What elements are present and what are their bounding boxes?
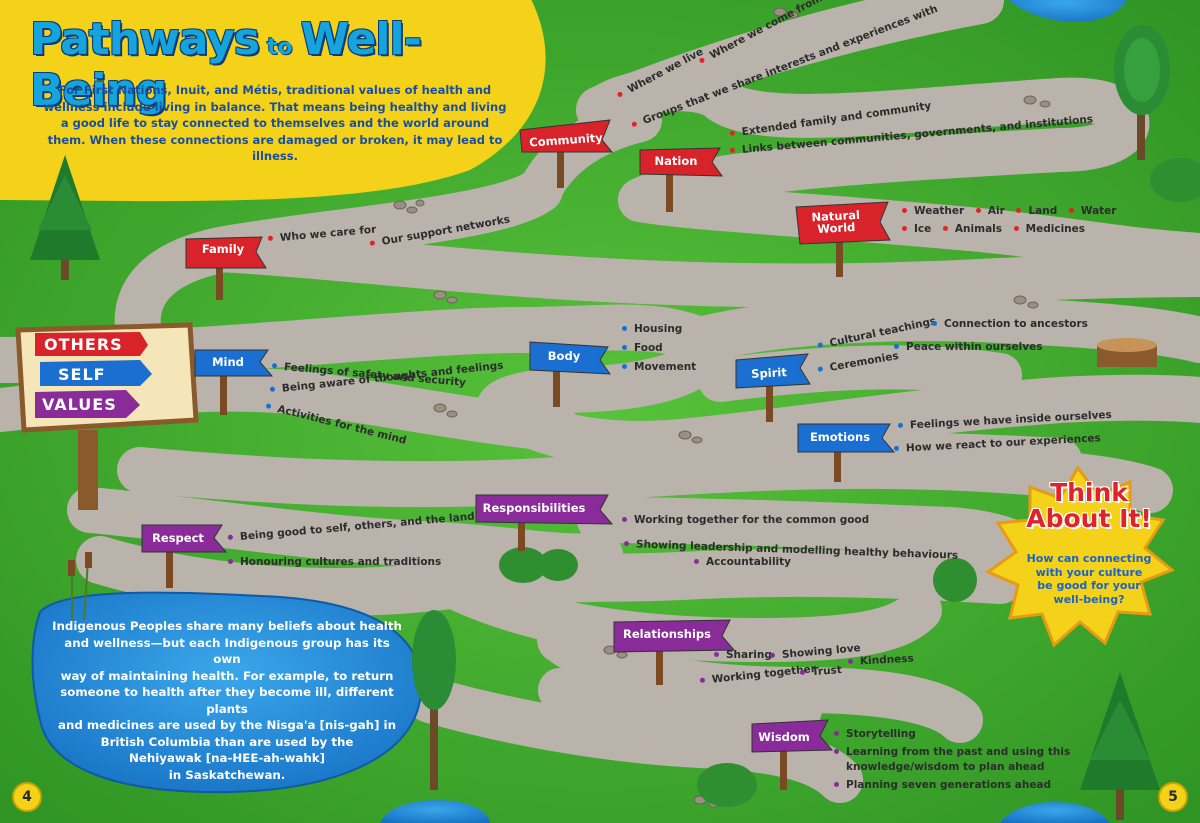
bullet — [622, 344, 627, 350]
bullet — [769, 652, 776, 658]
bullet — [694, 558, 699, 564]
sign-family: Family — [201, 242, 245, 256]
pond-bottom-right — [1000, 802, 1110, 823]
sign-natural-world: Natural World — [803, 208, 868, 236]
bushes — [499, 158, 1200, 807]
bullet — [817, 365, 824, 372]
think-title: Think About It! — [1014, 480, 1164, 532]
bullet — [942, 225, 948, 231]
think-question: How can connecting with your culture be … — [1026, 552, 1152, 606]
bullet — [729, 129, 736, 136]
pond-bottom-left — [380, 800, 490, 823]
bullet — [714, 651, 719, 657]
bullet — [623, 540, 630, 546]
bullet — [1016, 207, 1022, 213]
relationships-item: Sharing — [714, 649, 772, 661]
pine-tree-right-bottom — [1080, 672, 1160, 820]
body-item: Housing — [622, 323, 682, 335]
bullet — [269, 385, 276, 392]
body-item: Movement — [622, 361, 696, 373]
sign-flags — [141, 119, 896, 753]
natural-world-items-row1: Weather Air Land Water — [902, 205, 1117, 217]
cattails — [68, 552, 92, 621]
responsibilities-item: Accountability — [694, 556, 791, 568]
bullet — [622, 363, 627, 369]
page-number-right: 5 — [1158, 782, 1188, 812]
sign-respect: Respect — [152, 531, 204, 545]
bullet — [894, 343, 899, 349]
bullet — [265, 402, 272, 409]
bullet — [893, 445, 900, 451]
board-self: SELF — [58, 365, 106, 384]
bullet — [817, 341, 824, 348]
bullet — [228, 558, 233, 564]
bullet — [622, 325, 627, 331]
tree-pond — [412, 610, 456, 790]
bullet — [975, 207, 981, 213]
values-signboard — [15, 322, 199, 510]
starburst — [984, 465, 1175, 648]
bullet — [698, 56, 706, 64]
wisdom-item: Learning from the past and using this — [834, 746, 1070, 758]
bullet — [902, 207, 907, 213]
pond-top — [1009, 0, 1127, 22]
spirit-item: Peace within ourselves — [894, 341, 1042, 353]
responsibilities-item: Working together for the common good — [622, 514, 869, 526]
bullet — [834, 730, 839, 736]
bullet — [902, 225, 907, 231]
sign-wisdom: Wisdom — [758, 730, 810, 744]
bullet — [834, 781, 839, 787]
page-number-left: 4 — [12, 782, 42, 812]
bullet — [699, 676, 706, 683]
sign-posts — [166, 150, 843, 790]
pine-tree-left — [30, 155, 100, 280]
board-values: VALUES — [42, 395, 117, 414]
bullet — [622, 516, 627, 522]
sign-nation: Nation — [654, 154, 698, 168]
bullet — [932, 320, 937, 326]
bullet — [897, 422, 904, 428]
bullet — [369, 239, 376, 246]
bullet — [1068, 207, 1074, 213]
sign-relationships: Relationships — [623, 627, 711, 641]
wisdom-item-continued: knowledge/wisdom to plan ahead — [846, 761, 1045, 773]
title-blob — [0, 0, 546, 202]
bullet — [616, 90, 624, 98]
bullet — [271, 362, 278, 368]
bullet — [834, 748, 839, 754]
title-part1: Pathways — [30, 14, 260, 65]
bullet — [799, 669, 806, 675]
think-title-line1: Think — [1050, 478, 1128, 507]
bullet — [729, 147, 736, 153]
intro-paragraph: For First Nations, Inuit, and Métis, tra… — [43, 83, 507, 163]
pond-left — [31, 591, 423, 794]
board-others: OTHERS — [44, 335, 123, 354]
natural-world-items-row2: Ice Animals Medicines — [902, 223, 1085, 235]
wisdom-item: Storytelling — [834, 728, 916, 740]
pool-paragraph: Indigenous Peoples share many beliefs ab… — [52, 619, 402, 782]
tree-stump — [1097, 338, 1157, 367]
bullet — [267, 235, 274, 241]
body-item: Food — [622, 342, 663, 354]
title-part2: Well-Being — [30, 14, 422, 116]
bullet — [227, 534, 234, 540]
title-connector: to — [266, 35, 293, 60]
sign-mind: Mind — [212, 355, 244, 369]
think-title-line2: About It! — [1026, 504, 1152, 533]
wisdom-item: Planning seven generations ahead — [834, 779, 1051, 791]
spirit-item: Connection to ancestors — [932, 318, 1088, 330]
bullet — [847, 658, 854, 664]
sign-emotions: Emotions — [809, 430, 871, 444]
bullet — [630, 120, 638, 128]
sign-body: Body — [547, 349, 581, 363]
tree-right-top — [1114, 25, 1170, 160]
respect-item: Honouring cultures and traditions — [228, 556, 441, 568]
bullet — [1013, 225, 1019, 231]
sign-responsibilities: Responsibilities — [482, 501, 586, 515]
